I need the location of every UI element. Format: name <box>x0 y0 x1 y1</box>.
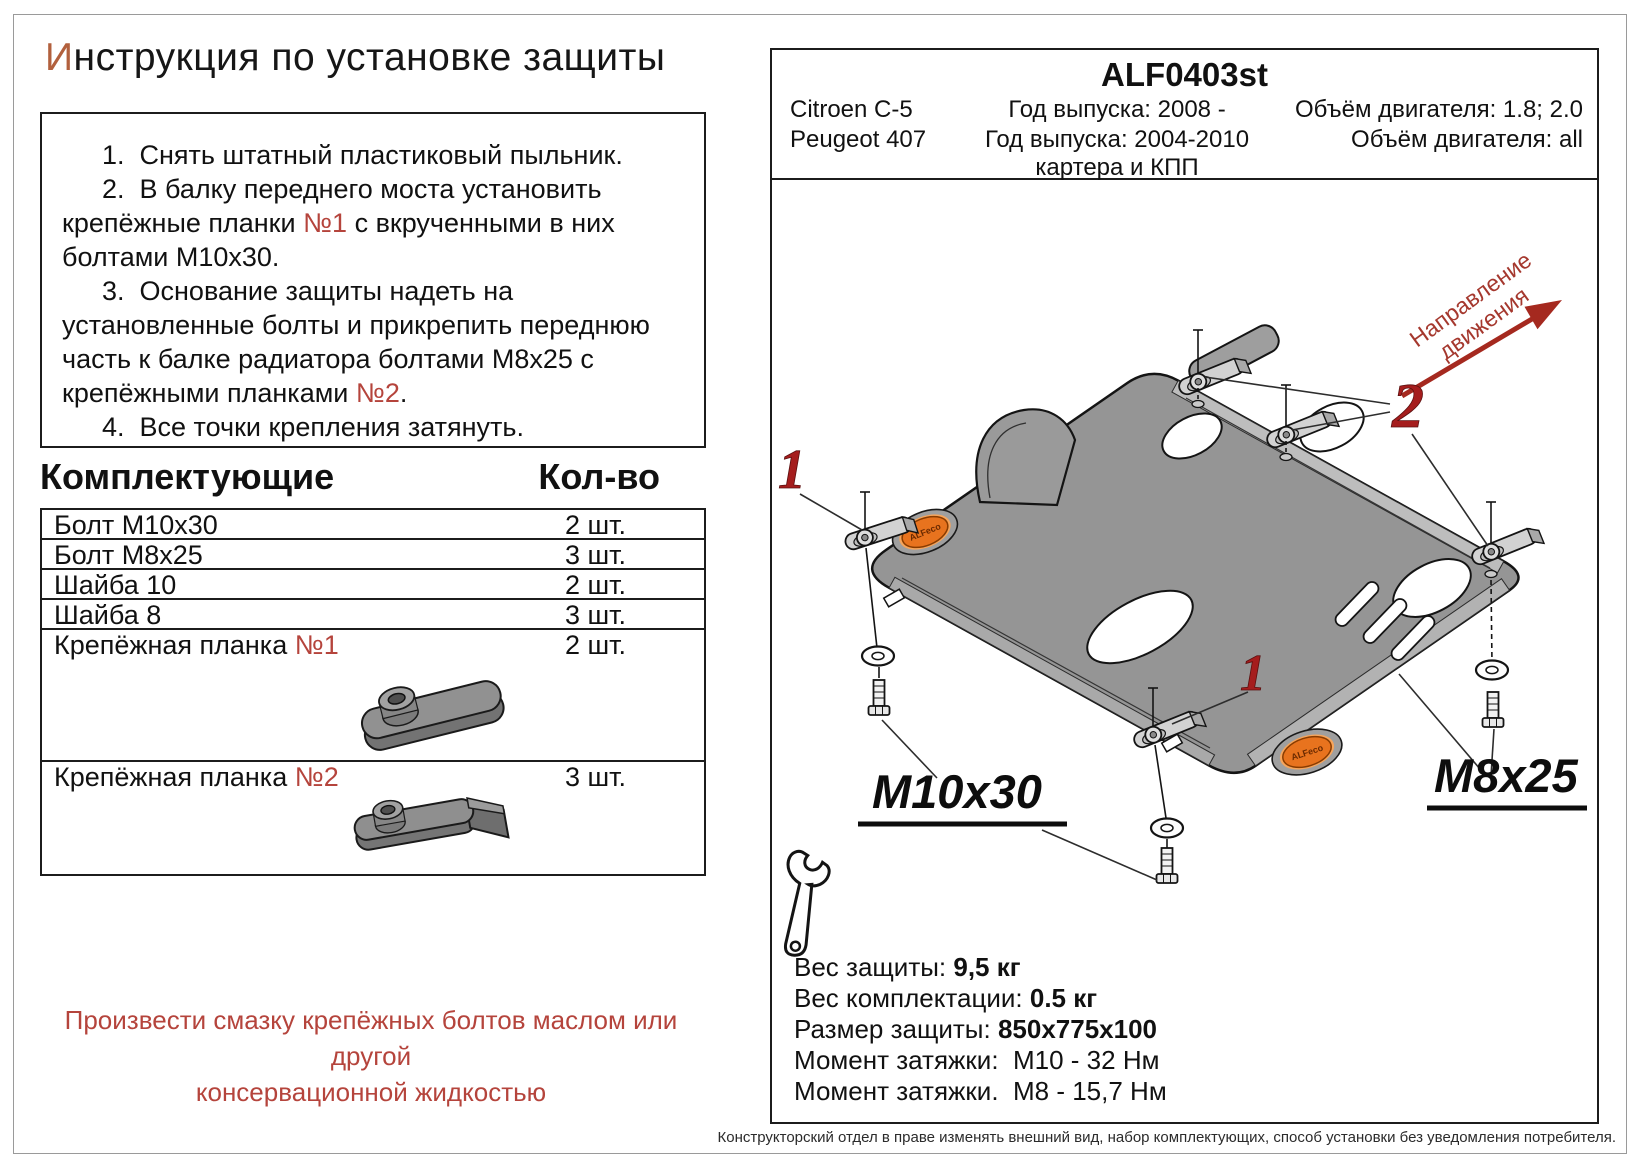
plate-hole <box>1161 412 1223 460</box>
instruction-item: 4. Все точки крепления затянуть. <box>102 412 524 442</box>
washer-icon <box>1149 817 1185 839</box>
lubrication-note: Произвести смазку крепёжных болтов масло… <box>40 1002 702 1110</box>
disclaimer: Конструкторский отдел в праве изменять в… <box>717 1129 1617 1146</box>
table-row: Крепёжная планка №2 3 шт. <box>42 762 704 874</box>
edge-notch <box>882 588 906 608</box>
spec-weight: Вес защиты: 9,5 кг <box>794 952 1021 982</box>
washer-icon <box>860 645 896 667</box>
spec-kit-weight: Вес комплектации: 0.5 кг <box>794 983 1098 1013</box>
part-qty: 2 шт. <box>565 570 627 600</box>
spec-size: Размер защиты: 850х775х100 <box>794 1014 1157 1044</box>
part-label-red: №1 <box>294 630 339 660</box>
vehicle-1-engine: Объём двигателя: 1.8; 2.0 <box>1294 96 1583 123</box>
part-qty: 2 шт. <box>565 510 627 540</box>
table-row: Шайба 8 3 шт. <box>42 600 704 630</box>
part-label: Болт М10х30 <box>54 510 218 540</box>
alfeco-badge: ALFeco <box>1271 728 1343 776</box>
vehicle-2-years: Год выпуска: 2004-2010 <box>984 126 1250 153</box>
m8-bolt-label: М8х25 <box>1434 749 1579 802</box>
spec-panel: ALF0403st Citroen C-5 Peugeot 407 Год вы… <box>770 48 1599 1124</box>
part-qty: 3 шт. <box>565 600 627 630</box>
bracket2-image <box>353 796 510 851</box>
spec-torque-m10: Момент затяжки: М10 - 32 Нм <box>794 1045 1160 1075</box>
mount-bracket <box>1263 384 1340 462</box>
panel-header: ALF0403st Citroen C-5 Peugeot 407 Год вы… <box>772 50 1597 181</box>
vent-slot <box>1390 615 1436 661</box>
part-number: ALF0403st <box>1101 56 1268 93</box>
plate-fin <box>975 408 1077 507</box>
m10-bolt-label: М10х30 <box>872 765 1042 818</box>
instruction-item: 3. Основание защиты надеть на установлен… <box>62 276 658 408</box>
lubrication-note-line1: Произвести смазку крепёжных болтов масло… <box>64 1005 678 1071</box>
part-label: Болт М8х25 <box>54 540 203 570</box>
bolt-icon <box>1481 691 1505 728</box>
part-qty: 3 шт. <box>565 762 627 792</box>
plate-hole <box>1086 589 1194 665</box>
parts-header: Комплектующие <box>40 456 335 497</box>
qty-header: Кол-во <box>538 456 660 497</box>
bolt-icon <box>867 679 891 716</box>
skid-plate <box>870 372 1520 775</box>
instruction-item: 2. В балку переднего моста установить кр… <box>62 174 623 272</box>
callout-1: 1 <box>1240 645 1266 702</box>
vent-slot <box>1334 581 1380 627</box>
installation-diagram: Направление движения <box>778 247 1587 957</box>
vehicle-1: Citroen C-5 <box>790 96 913 123</box>
protection-subtitle: картера и КПП <box>1035 154 1199 181</box>
washer-icon <box>1474 659 1510 681</box>
instruction-item: 1. Снять штатный пластиковый пыльник. <box>102 140 623 170</box>
part-label: Шайба 10 <box>54 570 177 600</box>
instruction-box: 1. Снять штатный пластиковый пыльник. 2.… <box>40 112 706 448</box>
vehicle-1-years: Год выпуска: 2008 - <box>1008 96 1226 123</box>
part-label: Крепёжная планка <box>54 630 295 660</box>
parts-table: Болт М10х30 2 шт. Болт М8х25 3 шт. Шайба… <box>40 508 706 876</box>
title-rest: нструкция по установке защиты <box>73 36 666 79</box>
callout-1: 1 <box>778 439 806 501</box>
page-title: Инструкция по установке защиты <box>45 36 665 80</box>
wrench-icon <box>783 849 831 957</box>
table-row: Болт М8х25 3 шт. <box>42 540 704 570</box>
parts-header-row: Комплектующие Кол-во <box>40 456 660 498</box>
spec-torque-m8: Момент затяжки. М8 - 15,7 Нм <box>794 1076 1167 1106</box>
part-qty: 3 шт. <box>565 540 627 570</box>
vehicle-2: Peugeot 407 <box>790 126 927 153</box>
vent-slot <box>1362 598 1408 644</box>
bolt-icon <box>1155 847 1179 884</box>
page-border <box>13 14 1627 1154</box>
part-label: Шайба 8 <box>54 600 162 630</box>
callout-2: 2 <box>1391 370 1424 441</box>
bracket1-image <box>360 680 505 751</box>
part-label-red: №2 <box>294 762 339 792</box>
edge-notch <box>1160 733 1184 753</box>
mount-bracket <box>842 491 919 716</box>
mount-bracket <box>1468 501 1545 728</box>
table-row: Крепёжная планка №1 2 шт. <box>42 630 704 762</box>
vehicle-2-engine: Объём двигателя: all <box>1351 126 1583 153</box>
table-row: Шайба 10 2 шт. <box>42 570 704 600</box>
lubrication-note-line2: консервационной жидкостью <box>195 1077 547 1107</box>
mount-bracket <box>1130 687 1207 884</box>
table-row: Болт М10х30 2 шт. <box>42 510 704 540</box>
mount-bracket <box>1175 329 1252 409</box>
title-first-letter: И <box>45 36 74 79</box>
part-qty: 2 шт. <box>565 630 627 660</box>
direction-arrow-icon <box>1400 300 1562 399</box>
part-label: Крепёжная планка <box>54 762 295 792</box>
